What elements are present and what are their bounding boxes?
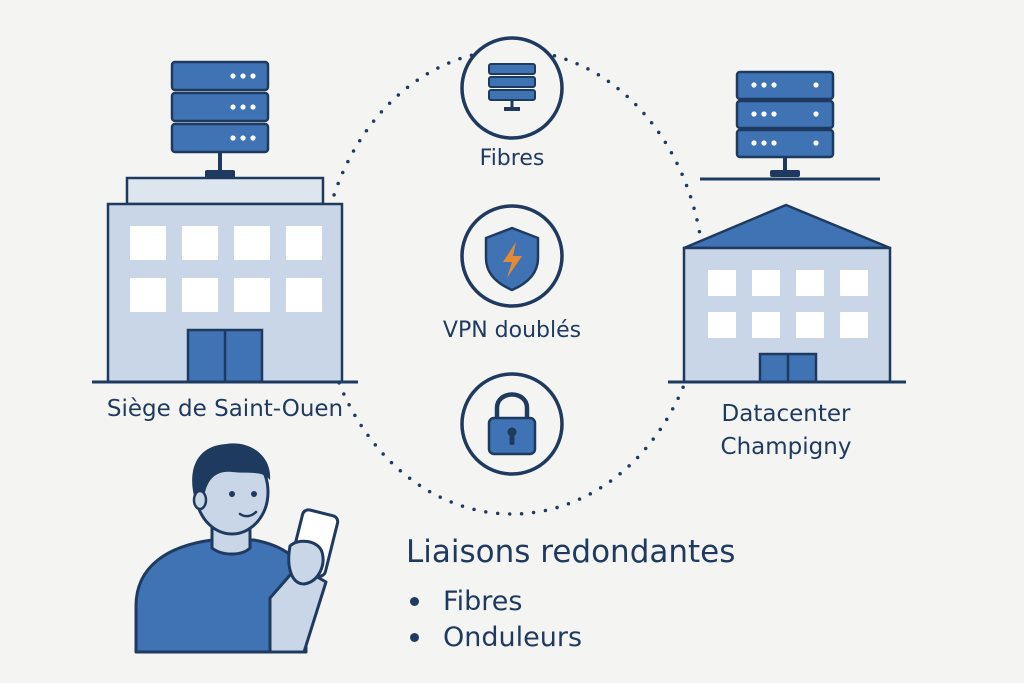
shield-lightning-icon (484, 226, 540, 292)
legend-item: Fibres (406, 586, 522, 617)
bullet-icon (410, 597, 419, 606)
datacenter-building-icon (668, 203, 906, 384)
server-rack-icon (488, 63, 536, 111)
legend-item: Onduleurs (406, 622, 582, 653)
fibres-badge (460, 36, 564, 140)
hq-building-icon (92, 176, 358, 384)
legend-title: Liaisons redondantes (406, 534, 736, 570)
bullet-icon (410, 633, 419, 642)
lock-badge (460, 372, 564, 476)
datacenter-server-rack-icon (700, 70, 880, 181)
legend-item-label: Fibres (443, 586, 523, 617)
fibres-link-label: Fibres (479, 146, 545, 171)
datacenter-site-label: Datacenter Champigny (720, 401, 852, 460)
padlock-icon (487, 392, 537, 456)
legend-item-label: Onduleurs (443, 622, 583, 653)
vpn-badge (460, 204, 564, 308)
person-with-phone-illustration (134, 443, 340, 654)
hq-site-label: Siège de Saint-Ouen (106, 396, 344, 422)
vpn-link-label: VPN doublés (442, 318, 582, 343)
hq-server-rack-icon (170, 60, 270, 178)
